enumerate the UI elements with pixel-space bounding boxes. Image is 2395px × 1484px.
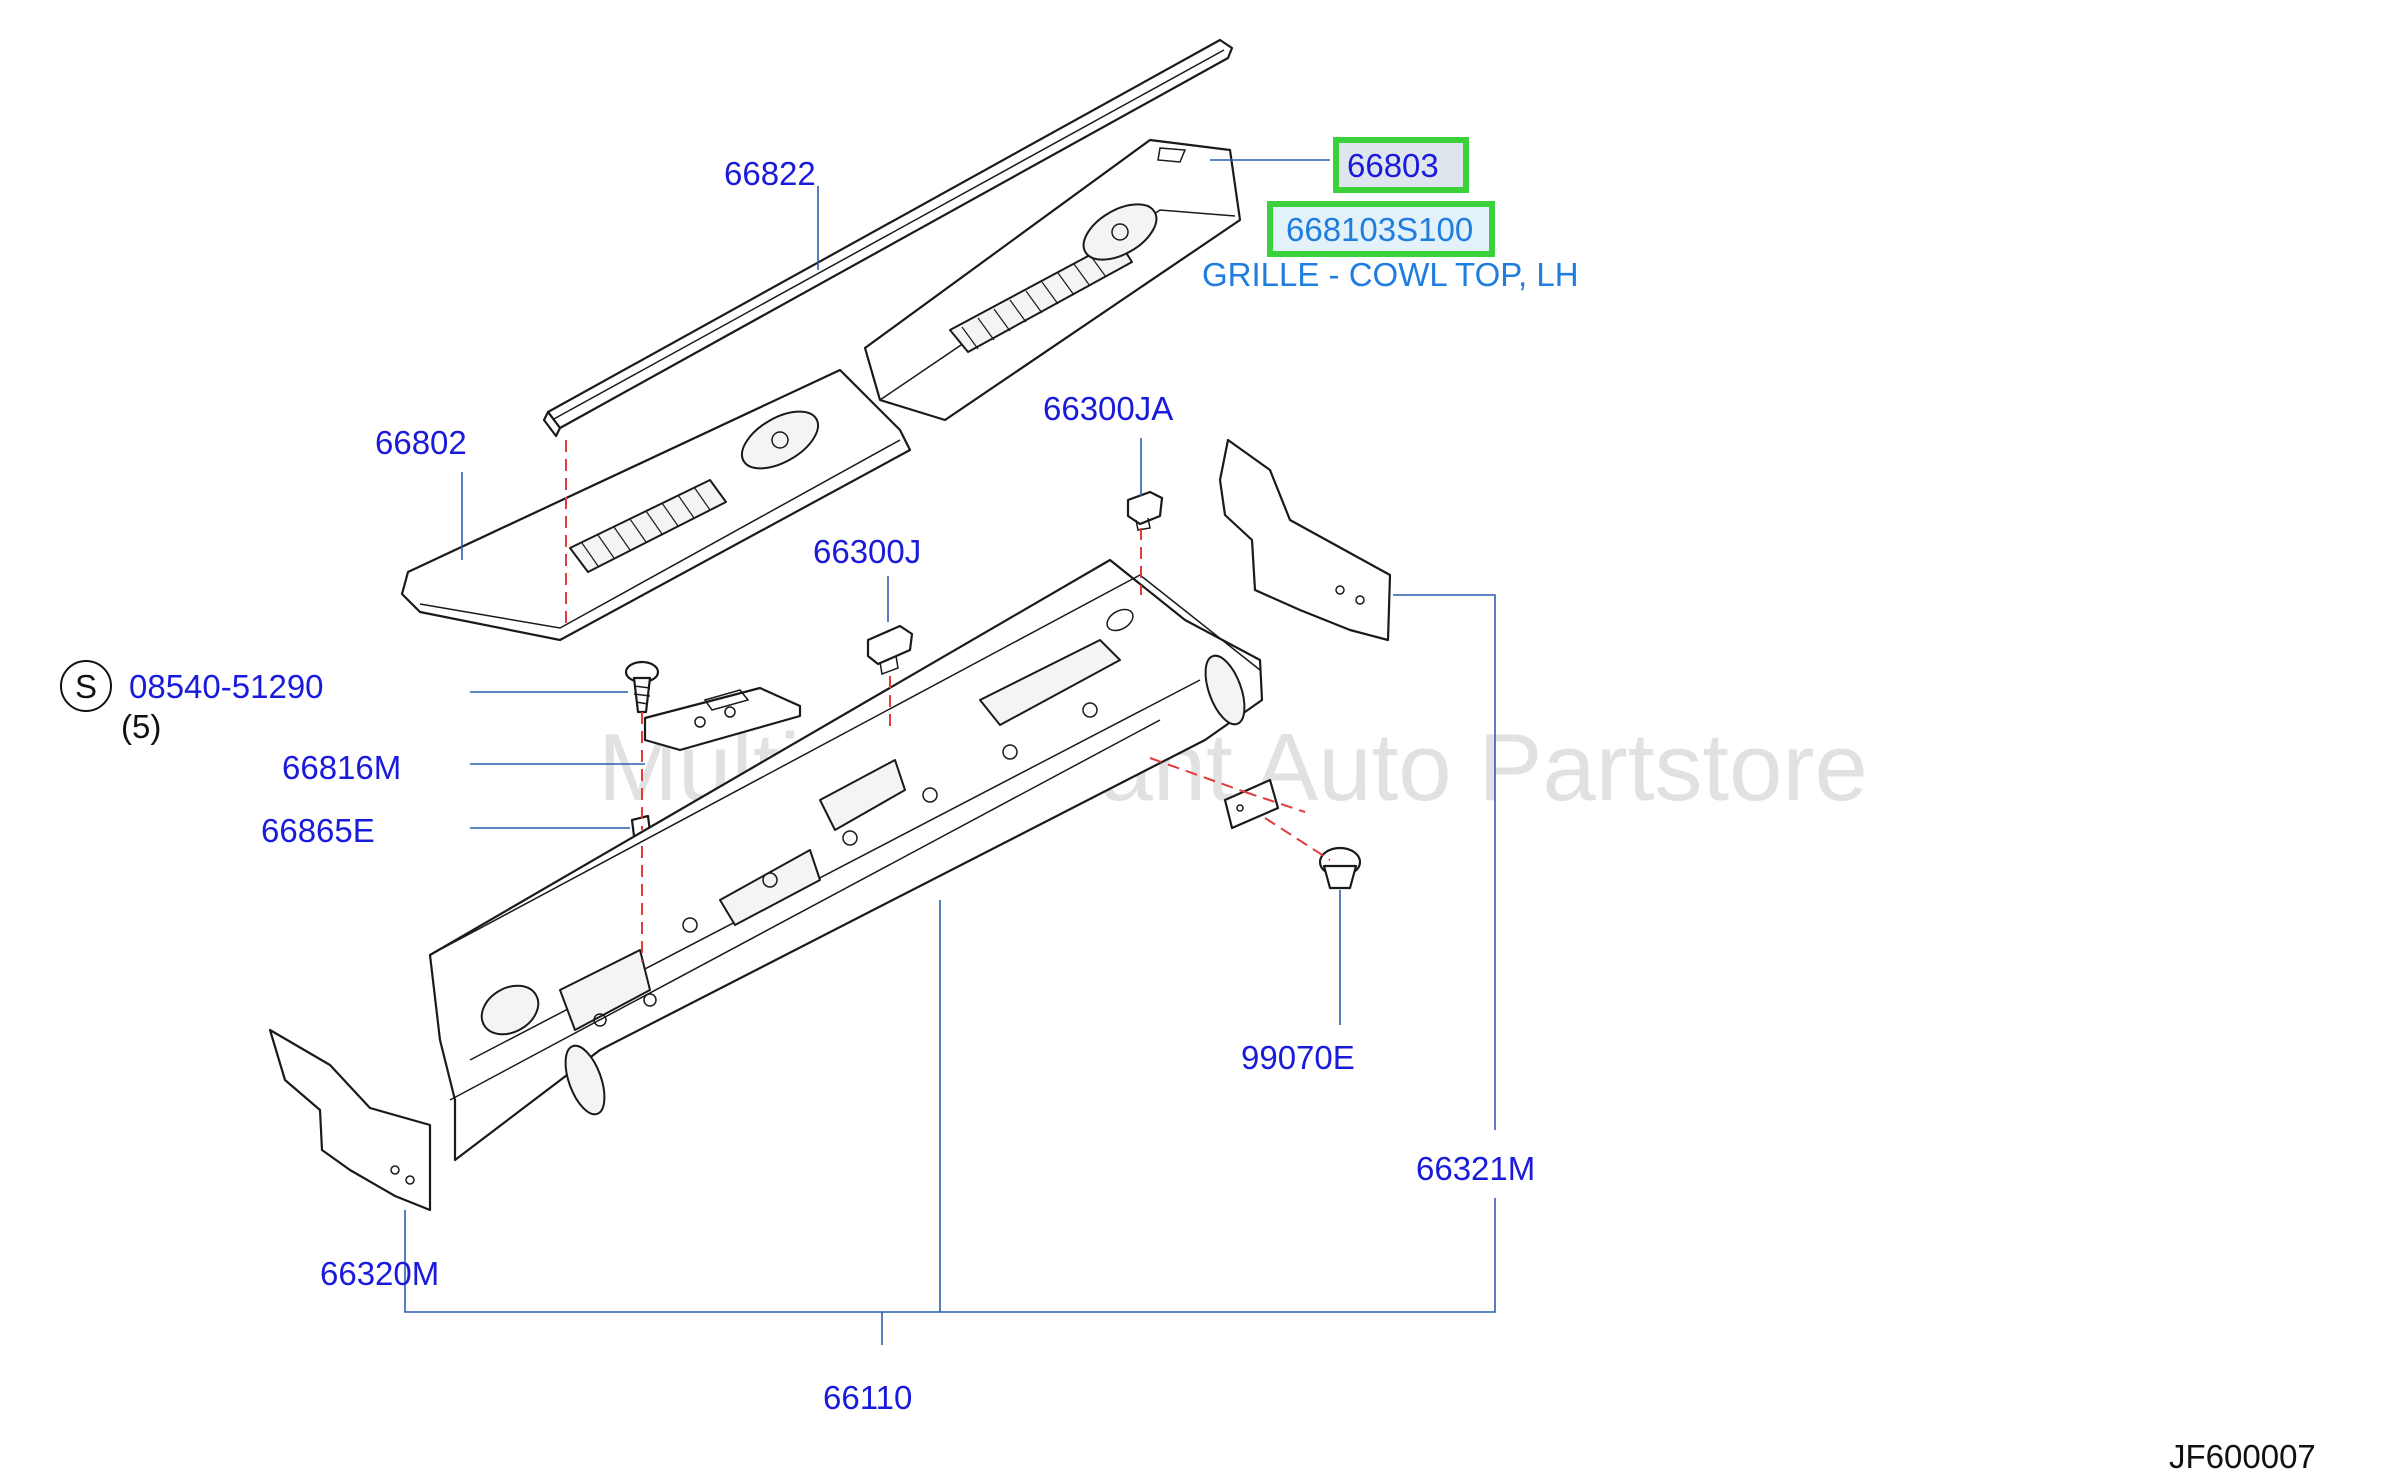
clip-66300j-drawing	[866, 624, 914, 676]
seal-plate-drawing	[1223, 778, 1280, 830]
part-label-668103s100[interactable]: 668103S100	[1286, 211, 1473, 248]
part-label-66300j[interactable]: 66300J	[813, 533, 921, 570]
part-label-66321m[interactable]: 66321M	[1416, 1150, 1535, 1187]
insulator-66321m-drawing	[1218, 438, 1392, 642]
bracket-66816m-drawing	[643, 686, 802, 752]
cowl-grille-rh-66802-drawing	[400, 368, 912, 642]
diagram-code: JF600007	[2169, 1438, 2316, 1475]
screw-symbol-badge: S	[60, 660, 112, 712]
cowl-panel-66110-drawing	[428, 558, 1264, 1162]
cowl-grille-lh-66803-drawing	[863, 138, 1242, 422]
part-label-99070e[interactable]: 99070E	[1241, 1039, 1355, 1076]
part-label-66822[interactable]: 66822	[724, 155, 816, 192]
highlight-box-66803	[1333, 137, 1469, 193]
part-label-66802[interactable]: 66802	[375, 424, 467, 461]
part-label-66110[interactable]: 66110	[823, 1379, 912, 1416]
part-label-66300ja[interactable]: 66300JA	[1043, 390, 1173, 427]
insulator-66320m-drawing	[268, 1028, 432, 1212]
part-label-66865e[interactable]: 66865E	[261, 812, 375, 849]
screw-symbol-letter: S	[75, 668, 97, 705]
part-quantity-08540-51290: (5)	[121, 708, 161, 745]
part-label-66320m[interactable]: 66320M	[320, 1255, 439, 1292]
part-label-08540-51290[interactable]: 08540-51290	[129, 668, 324, 705]
screw-08540-51290-drawing	[624, 660, 660, 714]
part-label-66803[interactable]: 66803	[1347, 147, 1439, 184]
leader-lines	[404, 159, 1496, 1345]
part-label-66816m[interactable]: 66816M	[282, 749, 401, 786]
assembly-dashed-lines	[565, 440, 1331, 962]
part-description-668103s100: GRILLE - COWL TOP, LH	[1202, 256, 1579, 293]
plug-99070e-drawing	[1318, 846, 1362, 890]
highlight-box-668103s100	[1267, 201, 1495, 257]
clip-66300ja-drawing	[1126, 490, 1164, 531]
weatherstrip-66822-drawing	[542, 38, 1234, 438]
